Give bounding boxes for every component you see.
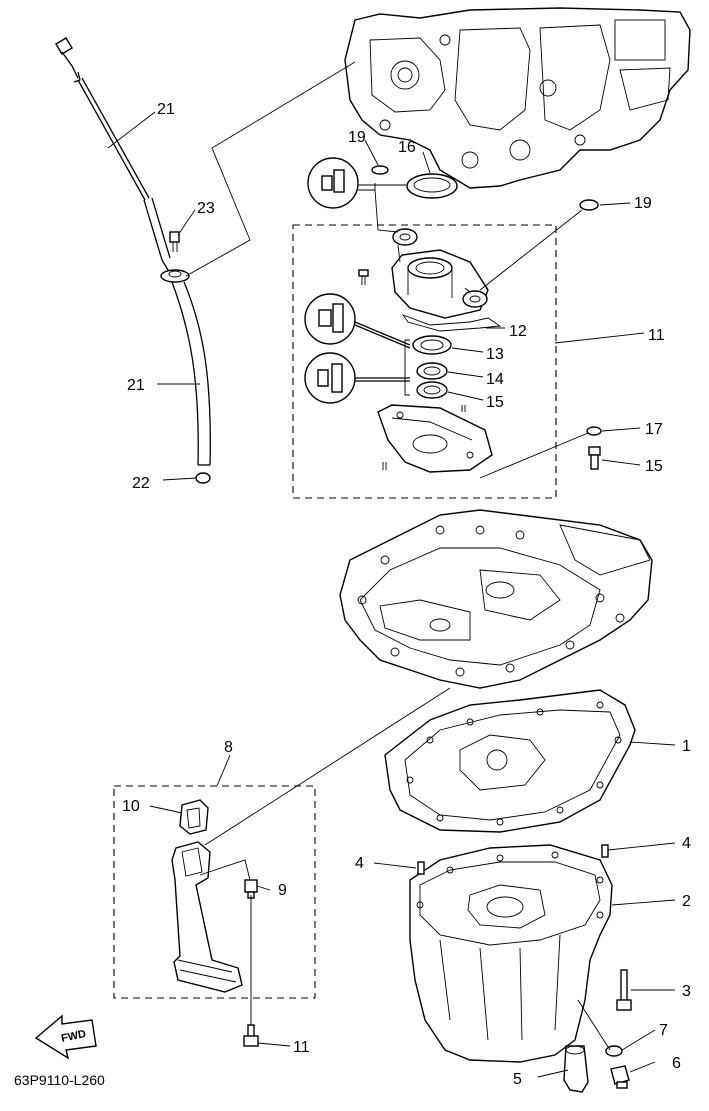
callout-6: 6 [672,1055,681,1072]
screw-small [358,269,369,285]
fwd-label: FWD [60,1028,87,1045]
group-box-8 [113,785,316,999]
oil-seal-16 [406,173,458,199]
diagram-code: 63P9110-L260 [14,1072,105,1088]
callout-4-right: 4 [682,835,691,852]
detail-circle-top [307,157,406,209]
o-ring-22 [195,472,211,484]
engine-block [344,7,691,189]
dowel-4-left [417,861,425,875]
gasket-13 [401,314,502,332]
oil-seal-14 [412,335,452,355]
oil-pump-lower-housing [377,404,493,473]
bracket-14-15 [404,339,410,396]
oil-pan-2 [409,844,613,1063]
leader-17-18 [479,432,589,479]
oil-pump-upper-housing [391,228,489,319]
leader-19r [479,209,583,291]
o-ring-19-right [579,199,599,211]
washer-18 [586,426,602,436]
oil-strainer-tube [171,841,243,993]
callout-20: 21 [157,101,175,118]
strainer-5 [563,1045,589,1093]
callout-4-left: 4 [355,855,364,872]
leader-housing-gasket [204,687,451,846]
callout-5: 5 [513,1071,522,1088]
bracket-top [374,189,399,233]
callout-10: 10 [122,798,140,815]
gasket-7 [605,1045,623,1057]
callout-leaders [107,111,676,1078]
bolt-3 [616,969,632,1011]
guide-tube-21 [143,197,211,466]
callout-2: 2 [682,893,691,910]
detail-circle-bottom [304,352,410,404]
callout-11: 11 [293,1039,310,1056]
callout-19-right: 19 [634,195,652,212]
callout-8: 8 [224,739,233,756]
bolt-11 [243,1024,259,1047]
callout-9: 9 [278,882,287,899]
gasket-10 [179,799,209,835]
callout-3: 3 [682,983,691,1000]
bolt-23 [169,231,180,252]
group-box-12 [292,224,557,499]
callout-7: 7 [659,1022,668,1039]
leader-pan-plug [577,999,611,1051]
callout-labels: 21 23 21 22 19 16 19 11 12 13 14 15 17 1… [122,101,691,1088]
callout-15b: 15 [486,394,504,411]
fwd-arrow-icon: FWD [34,1014,97,1060]
leader-strainer-bolt [199,859,251,881]
callout-14: 13 [486,346,504,363]
callout-17: 15 [645,458,663,475]
callout-16: 16 [398,139,416,156]
callout-19-left: 19 [348,129,366,146]
callout-15a: 14 [486,371,504,388]
detail-circle-middle [304,293,411,349]
dowel-4-right [601,844,609,858]
callout-12: 11 [648,327,665,344]
oil-seal-15a [416,362,448,380]
o-ring-19-left [371,165,389,175]
callout-22: 22 [132,475,150,492]
gasket-1 [384,689,636,833]
leader-block-tube [185,61,356,277]
callout-13: 12 [509,323,527,340]
dipstick-20 [55,37,150,201]
bolt-17 [588,446,601,470]
callout-23: 23 [197,200,215,217]
drain-plug-6 [610,1065,630,1089]
callout-1: 1 [682,738,691,755]
oil-seal-15b [416,381,448,399]
callout-18: 17 [645,421,663,438]
callout-21: 21 [127,377,145,394]
exhaust-guide-housing [339,509,653,689]
